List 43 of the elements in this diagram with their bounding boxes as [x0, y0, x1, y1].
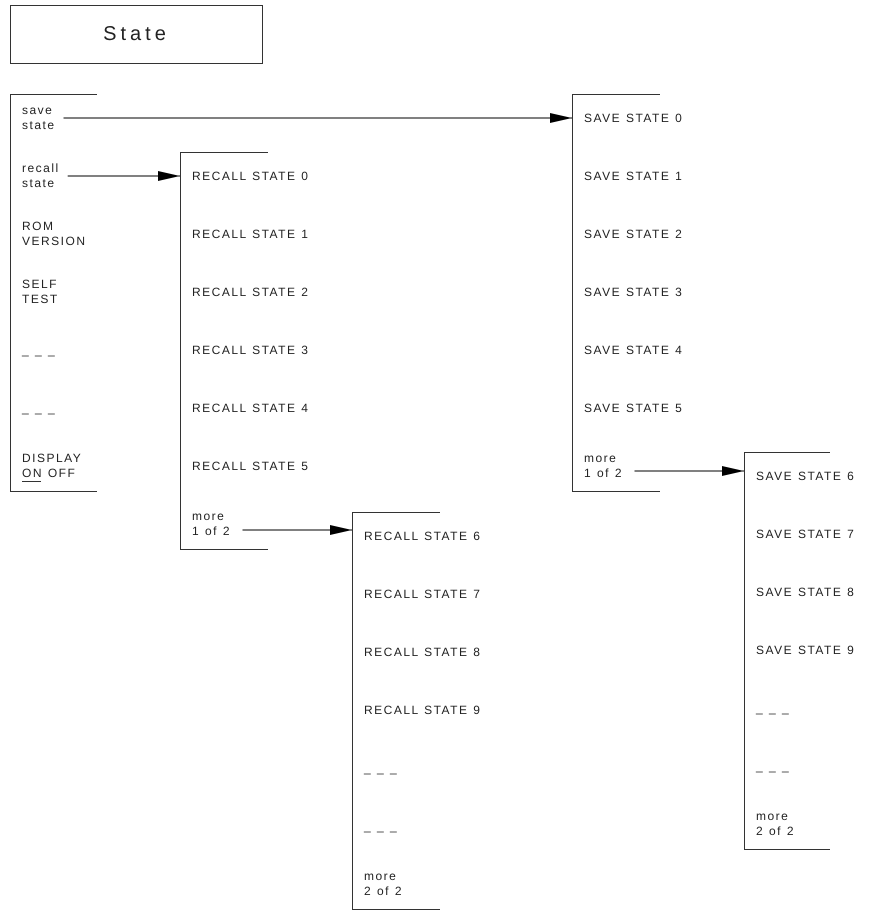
softkey-label: more 1 of 2	[192, 509, 232, 539]
softkey-label: _ _ _	[756, 758, 790, 774]
softkey-label: more 2 of 2	[364, 869, 404, 899]
softkey-label: RECALL STATE 1	[192, 226, 310, 242]
softkey-label: RECALL STATE 7	[364, 586, 482, 602]
softkey-label: SAVE STATE 1	[584, 168, 684, 184]
arrow	[63, 113, 572, 123]
softkey-label: recall state	[22, 161, 60, 191]
softkey-label: more 1 of 2	[584, 451, 624, 481]
title-text: State	[103, 23, 170, 46]
softkey-label: _ _ _	[364, 818, 398, 834]
softkey-label: ROM VERSION	[22, 219, 86, 249]
softkey-label: SAVE STATE 0	[584, 110, 684, 126]
softkey-label: SAVE STATE 8	[756, 584, 856, 600]
softkey-label: SAVE STATE 7	[756, 526, 856, 542]
softkey-label: RECALL STATE 4	[192, 400, 310, 416]
softkey-label: SAVE STATE 4	[584, 342, 684, 358]
softkey-label: _ _ _	[22, 342, 56, 358]
softkey-label: _ _ _	[22, 400, 56, 416]
softkey-label: RECALL STATE 6	[364, 528, 482, 544]
softkey-label: save state	[22, 103, 56, 133]
arrow	[242, 525, 352, 535]
softkey-label: SAVE STATE 6	[756, 468, 856, 484]
softkey-label: SAVE STATE 2	[584, 226, 684, 242]
softkey-label: _ _ _	[756, 700, 790, 716]
softkey-menu	[352, 512, 480, 910]
softkey-label: DISPLAY ON OFF	[22, 451, 84, 481]
softkey-label: RECALL STATE 0	[192, 168, 310, 184]
softkey-label: more 2 of 2	[756, 809, 796, 839]
softkey-menu	[180, 152, 308, 550]
softkey-label: SELF TEST	[22, 277, 59, 307]
softkey-label: SAVE STATE 5	[584, 400, 684, 416]
arrow	[67, 171, 180, 181]
softkey-label: _ _ _	[364, 760, 398, 776]
softkey-label: RECALL STATE 2	[192, 284, 310, 300]
arrow	[634, 466, 744, 476]
softkey-label: SAVE STATE 3	[584, 284, 684, 300]
softkey-label: RECALL STATE 5	[192, 458, 310, 474]
softkey-label: RECALL STATE 3	[192, 342, 310, 358]
softkey-label: RECALL STATE 9	[364, 702, 482, 718]
softkey-label: SAVE STATE 9	[756, 642, 856, 658]
softkey-label: RECALL STATE 8	[364, 644, 482, 660]
title-box	[10, 5, 263, 64]
